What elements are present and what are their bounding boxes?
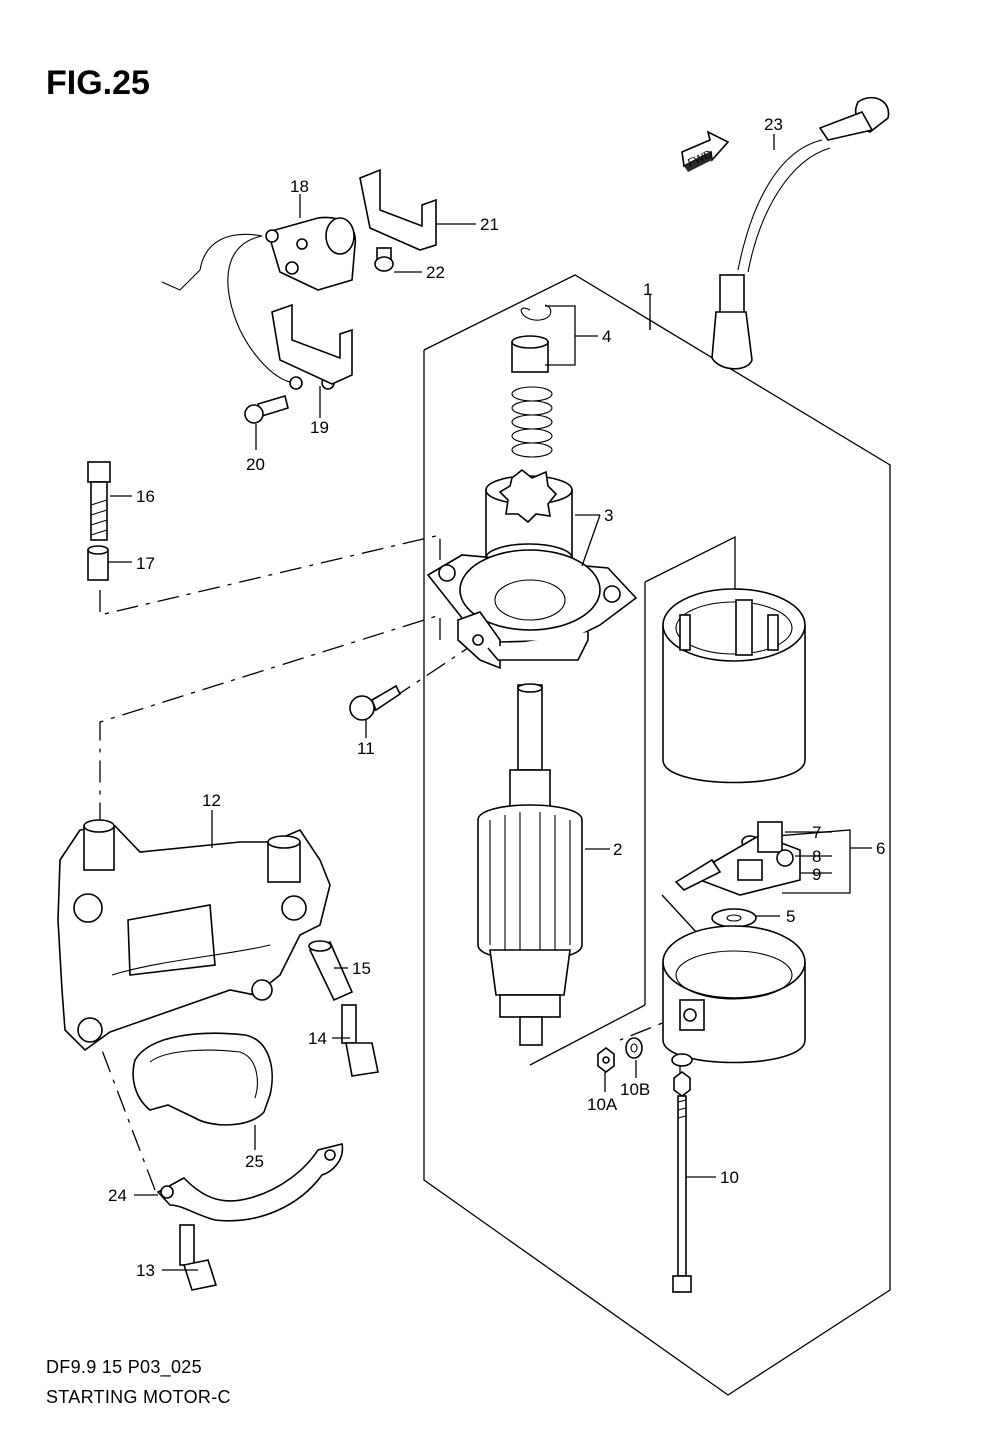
- sleeve-17-icon: [87, 545, 109, 581]
- callout-24: 24: [108, 1186, 127, 1205]
- bolt-16-icon: [87, 461, 111, 541]
- callout-2: 2: [613, 840, 622, 859]
- callout-1: 1: [643, 280, 652, 299]
- leader-lines: [108, 134, 872, 1271]
- callout-11: 11: [357, 739, 375, 758]
- bracket-upper-icon: [359, 168, 437, 251]
- callout-7: 7: [812, 823, 821, 842]
- armature-icon: [477, 683, 583, 1046]
- bolt-11-icon: [349, 684, 402, 721]
- callout-10a: 10A: [587, 1095, 618, 1114]
- callout-16: 16: [136, 487, 155, 506]
- callout-20: 20: [246, 455, 265, 474]
- callout-8: 8: [812, 847, 821, 866]
- model-code: DF9.9 15 P03_025: [46, 1357, 202, 1378]
- band-25-icon: [132, 1032, 273, 1126]
- brush-holder-icon: [674, 821, 801, 896]
- callout-6: 6: [876, 839, 885, 858]
- callout-3: 3: [604, 506, 613, 525]
- callout-5: 5: [786, 907, 795, 926]
- callout-10b: 10B: [620, 1080, 650, 1099]
- screw-20-icon: [244, 394, 289, 424]
- callout-4: 4: [602, 327, 611, 346]
- callout-17: 17: [136, 554, 155, 573]
- cable-part-icon: [711, 96, 890, 370]
- callout-10: 10: [720, 1168, 739, 1187]
- callout-12: 12: [202, 791, 221, 810]
- callout-25: 25: [245, 1152, 264, 1171]
- sleeve-15-icon: [308, 940, 354, 1002]
- callout-13: 13: [136, 1261, 155, 1280]
- callout-21: 21: [480, 215, 499, 234]
- clamp-24-icon: [156, 1143, 344, 1222]
- diagram-caption: STARTING MOTOR-C: [46, 1387, 231, 1407]
- through-bolt-icon: [671, 1053, 693, 1293]
- washer-10b-icon: [625, 1037, 643, 1059]
- assembly-outline: [423, 274, 891, 1396]
- stop-ring-icon: [511, 304, 553, 458]
- callout-14: 14: [308, 1029, 327, 1048]
- washer-5-icon: [711, 908, 757, 928]
- yoke-icon: [662, 588, 806, 784]
- callout-18: 18: [290, 177, 309, 196]
- nut-10a-icon: [597, 1047, 615, 1073]
- callout-22: 22: [426, 263, 445, 282]
- bracket-lower-icon: [271, 303, 353, 385]
- figure-title: FIG.25: [46, 64, 150, 102]
- callout-15: 15: [352, 959, 371, 978]
- bolt-14-icon: [341, 1004, 379, 1077]
- screw-22-icon: [374, 247, 394, 272]
- bolt-13-icon: [179, 1224, 218, 1291]
- end-cover-icon: [662, 925, 806, 1064]
- callout-19: 19: [310, 418, 329, 437]
- fwd-arrow-icon: FWD: [681, 130, 730, 172]
- mount-bracket-icon: [57, 819, 331, 1052]
- front-housing-icon: [426, 549, 638, 670]
- callout-9: 9: [812, 865, 821, 884]
- callout-23: 23: [764, 115, 783, 134]
